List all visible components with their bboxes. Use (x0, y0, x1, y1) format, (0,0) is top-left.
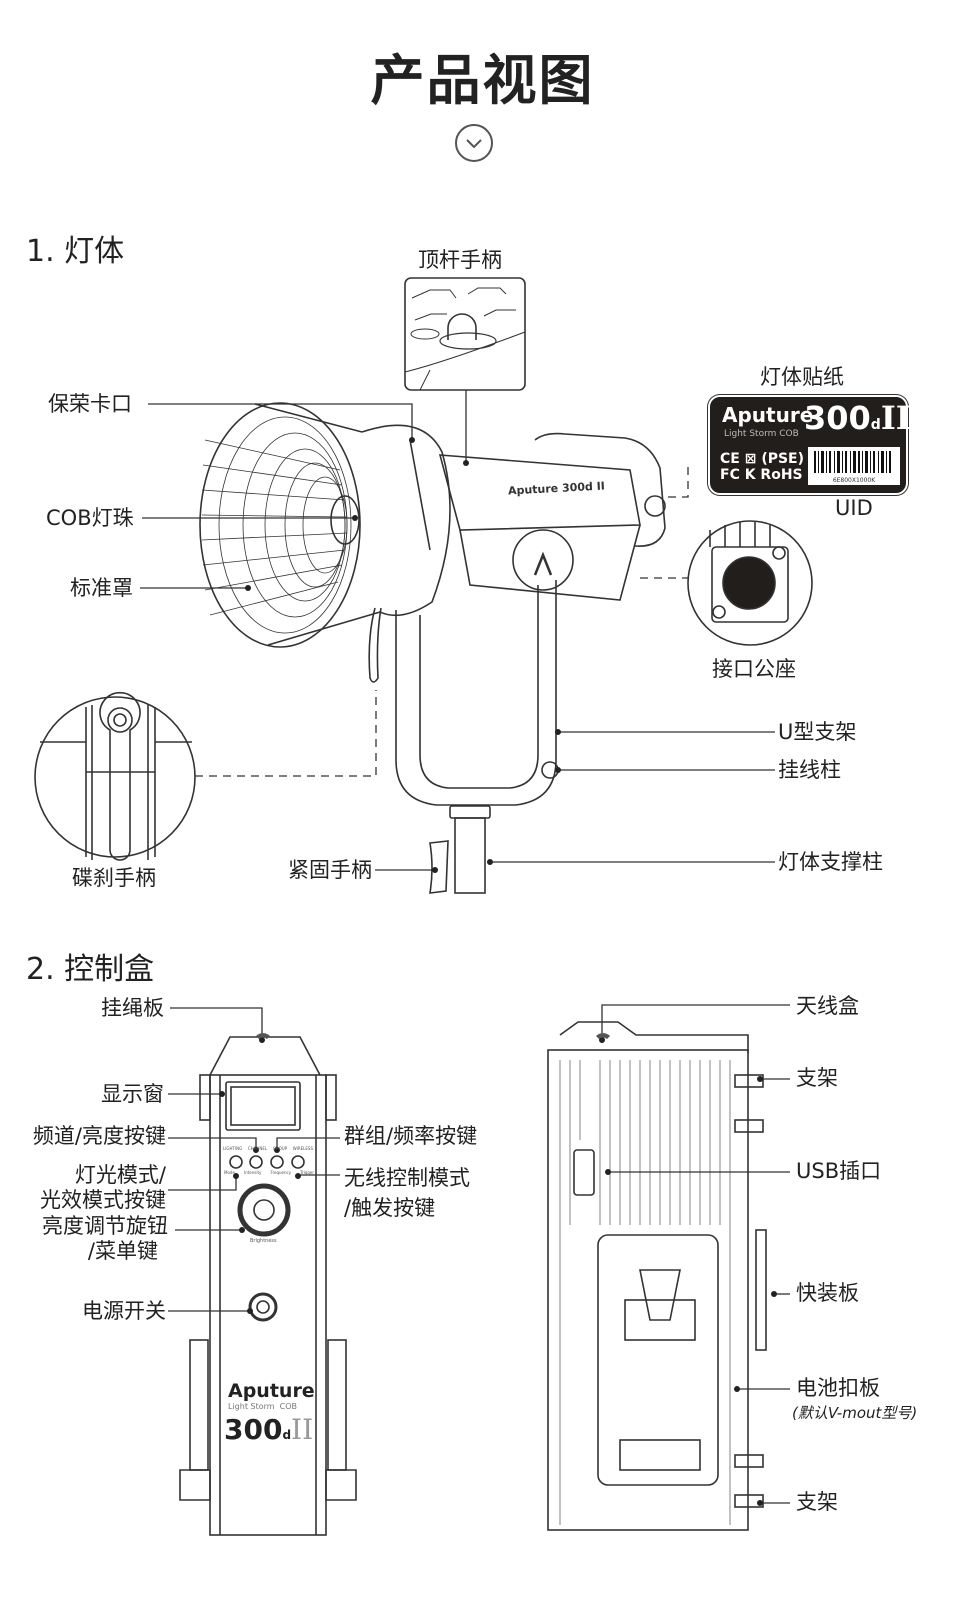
chevron-down-icon (466, 139, 482, 149)
label-cable-hook: 挂线柱 (778, 758, 841, 782)
label-uid: UID (835, 496, 873, 520)
label-bracket-bottom: 支架 (796, 1490, 838, 1514)
top-handle-inset (404, 277, 526, 391)
label-lanyard-plate: 挂绳板 (101, 996, 164, 1020)
barcode: 6E800X1000K (808, 447, 900, 485)
section-heading-control-box: 2. 控制盒 (26, 952, 155, 987)
label-lock-handle: 紧固手柄 (288, 858, 372, 882)
brake-handle-inset (34, 691, 196, 861)
label-body-sticker: 灯体贴纸 (760, 365, 844, 389)
label-usb-port: USB插口 (796, 1159, 882, 1183)
panel-model: 300dII (224, 1413, 314, 1446)
label-support-pole: 灯体支撑柱 (778, 850, 883, 874)
label-group-frequency-key: 群组/频率按键 (344, 1124, 478, 1148)
sticker-series: Light Storm COB (724, 429, 799, 439)
label-bowens-mount: 保荣卡口 (48, 392, 132, 416)
reflector-drawing (199, 402, 451, 648)
label-bracket-top: 支架 (796, 1066, 838, 1090)
connector-inset (687, 520, 813, 646)
barcode-number: 6E800X1000K (832, 477, 876, 484)
scroll-down-button[interactable] (455, 124, 493, 162)
label-cob-led: COB灯珠 (46, 506, 134, 530)
control-box-front-drawing (179, 1036, 357, 1536)
panel-series: Light Storm COB (228, 1402, 298, 1411)
label-antenna-box: 天线盒 (796, 994, 859, 1018)
panel-knob-label: Brightness (250, 1238, 277, 1244)
label-power-switch: 电源开关 (82, 1299, 166, 1323)
page-title: 产品视图 (370, 49, 595, 112)
label-brake-handle: 碟刹手柄 (72, 866, 156, 890)
label-standard-reflector: 标准罩 (70, 576, 133, 600)
panel-brand: Aputure (228, 1380, 315, 1402)
sticker-certification-marks: CE ⊠ (PSE) FC K RoHS (720, 451, 805, 483)
u-bracket-drawing (368, 580, 559, 894)
label-light-mode-key: 灯光模式/ 光效模式按键 (40, 1163, 166, 1213)
label-channel-brightness-key: 频道/亮度按键 (32, 1124, 166, 1148)
label-connector: 接口公座 (712, 657, 796, 681)
label-top-handle: 顶杆手柄 (418, 248, 502, 272)
body-sticker: Aputure 300dII Light Storm COB CE ⊠ (PSE… (710, 397, 911, 493)
label-quick-release-plate: 快装板 (796, 1281, 859, 1305)
section-heading-light-body: 1. 灯体 (26, 234, 125, 269)
label-display: 显示窗 (101, 1082, 164, 1106)
sticker-brand: Aputure (722, 403, 814, 427)
wifi-icon (256, 1033, 610, 1039)
label-u-bracket: U型支架 (778, 720, 857, 744)
label-wireless-key: 无线控制模式 /触发按键 (344, 1166, 470, 1221)
lamp-body-drawing (438, 432, 666, 601)
label-brightness-knob: 亮度调节旋钮 /菜单键 (42, 1214, 168, 1264)
sticker-model: 300dII (804, 399, 911, 437)
barcode-icon (814, 451, 891, 473)
label-battery-plate-note: (默认V-mout型号) (792, 1404, 918, 1422)
label-battery-plate: 电池扣板 (796, 1376, 880, 1400)
control-box-back-drawing (547, 1021, 767, 1531)
